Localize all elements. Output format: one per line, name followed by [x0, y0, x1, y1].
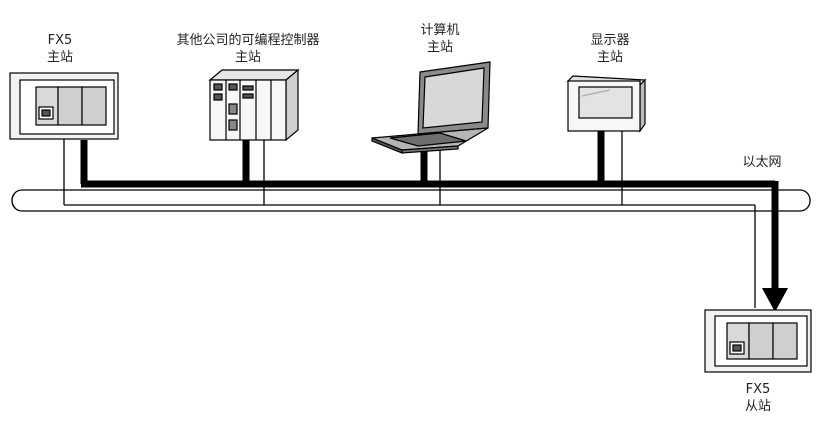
label-fx5-slave: FX5 从站: [728, 381, 788, 415]
label-display: 显示器 主站: [580, 32, 640, 66]
data-arrow-head: [762, 288, 788, 312]
fx5-slave-name: FX5: [745, 382, 771, 397]
display-name: 显示器: [590, 33, 630, 48]
computer-role: 主站: [426, 40, 453, 55]
display-device: [566, 75, 647, 133]
computer-name: 计算机: [420, 23, 460, 38]
other-plc-name: 其他公司的可编程控制器: [176, 33, 320, 48]
ethernet-bus: [11, 189, 811, 212]
fx5-master-name: FX5: [47, 33, 73, 48]
label-other-plc: 其他公司的可编程控制器 主站: [158, 32, 338, 66]
other-plc-role: 主站: [234, 50, 261, 65]
fx5-master-device: [9, 72, 119, 140]
other-plc-device: [208, 68, 300, 142]
drop-cables: [63, 130, 756, 308]
label-computer: 计算机 主站: [410, 22, 470, 56]
fx5-slave-role: 从站: [744, 399, 771, 414]
label-ethernet: 以太网: [732, 154, 792, 171]
fx5-slave-device: [704, 309, 812, 373]
display-role: 主站: [596, 50, 623, 65]
fx5-master-role: 主站: [46, 50, 73, 65]
label-fx5-master: FX5 主站: [30, 32, 90, 66]
computer-device: [371, 61, 491, 154]
ethernet-label: 以太网: [742, 155, 782, 170]
